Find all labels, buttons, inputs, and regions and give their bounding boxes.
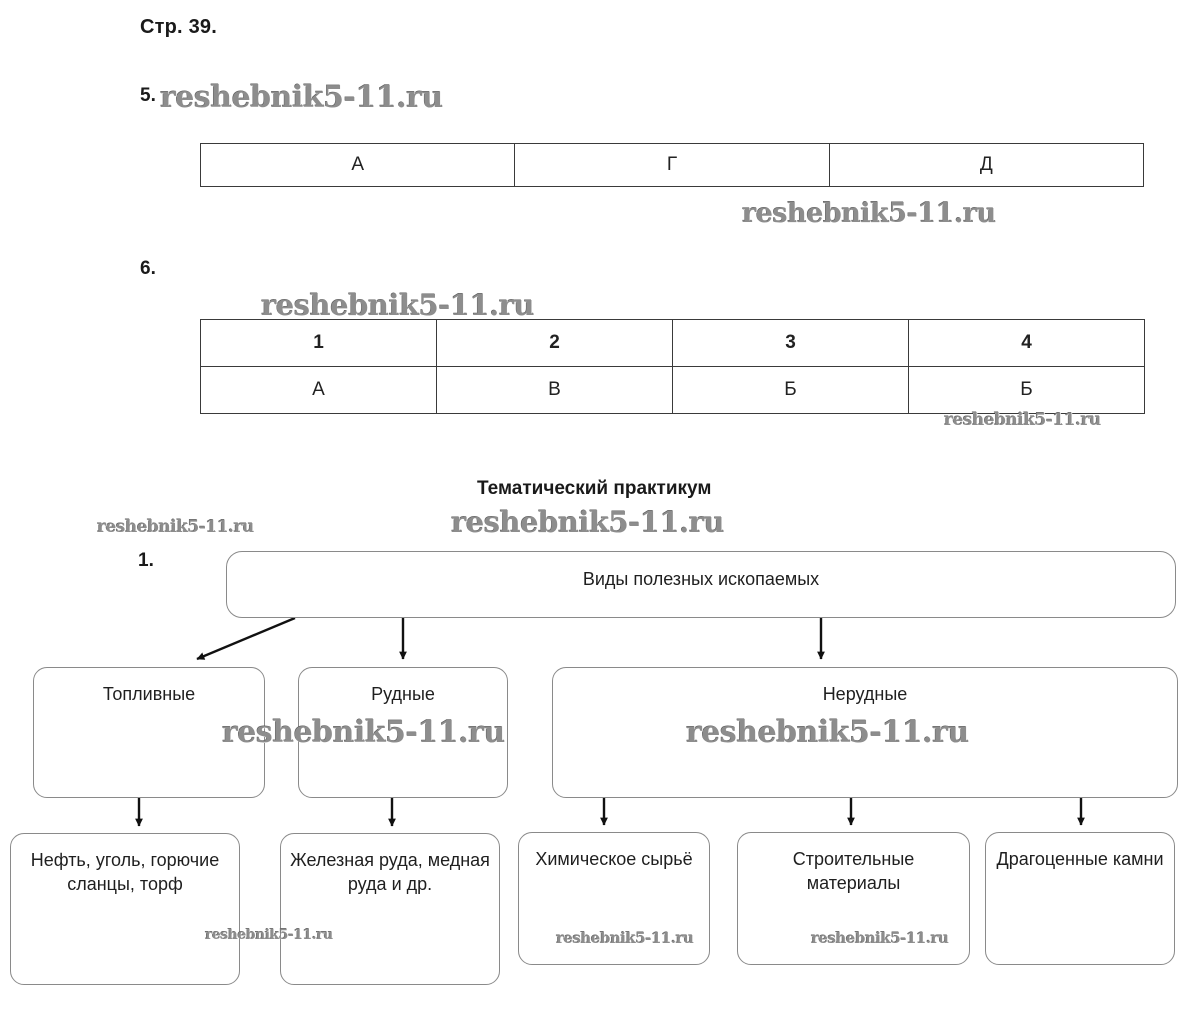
diagram-leaf-precious-stones[interactable]: Драгоценные камни [985,832,1175,965]
table-header-cell: 1 [200,319,437,367]
table-row: А Г Д [199,143,1145,187]
watermark: reshebnik5-11.ru [160,80,443,115]
diagram-leaf-fuel-examples[interactable]: Нефть, уголь, горючие сланцы, торф [10,833,240,985]
node-label: Строительные материалы [792,849,915,894]
table-cell: Д [828,143,1145,187]
table-header-cell: 3 [672,319,909,367]
node-label: Рудные [371,684,435,704]
node-label: Нерудные [822,684,908,704]
node-label: Нефть, уголь, горючие сланцы, торф [30,850,220,895]
watermark: reshebnik5-11.ru [97,517,254,537]
answer-table-task5: А Г Д [199,143,1145,187]
node-label: Виды полезных ископаемых [582,569,820,589]
node-label: Топливные [102,684,196,704]
diagram-node-ore[interactable]: Рудные [298,667,508,798]
node-label: Драгоценные камни [996,849,1164,869]
watermark: reshebnik5-11.ru [742,198,996,229]
task-number-1: 1. [138,550,154,571]
table-header-cell: 2 [436,319,673,367]
page-title: Стр. 39. [140,16,217,38]
diagram-leaf-building-materials[interactable]: Строительные материалы [737,832,970,965]
answer-table-task6: 1 2 3 4 А В Б Б [200,319,1145,414]
table-header-cell: 4 [908,319,1145,367]
diagram-leaf-chemical-raw[interactable]: Химическое сырьё [518,832,710,965]
table-header-row: 1 2 3 4 [200,319,1145,367]
table-row: А В Б Б [200,366,1145,414]
node-label: Железная руда, медная руда и др. [290,850,490,895]
section-title: Тематический практикум [477,478,712,499]
table-cell: Б [908,366,1145,414]
diagram-node-nonore[interactable]: Нерудные [552,667,1178,798]
table-cell: А [199,143,516,187]
diagram-node-fuel[interactable]: Топливные [33,667,265,798]
node-label: Химическое сырьё [535,849,693,869]
diagram-node-root[interactable]: Виды полезных ископаемых [226,551,1176,618]
watermark: reshebnik5-11.ru [261,288,535,322]
task-number-5: 5. [140,85,156,106]
task-number-6: 6. [140,258,156,279]
diagram-leaf-ore-examples[interactable]: Железная руда, медная руда и др. [280,833,500,985]
watermark: reshebnik5-11.ru [451,505,725,539]
table-cell: А [200,366,437,414]
table-cell: Б [672,366,909,414]
table-cell: Г [514,143,830,187]
table-cell: В [436,366,673,414]
